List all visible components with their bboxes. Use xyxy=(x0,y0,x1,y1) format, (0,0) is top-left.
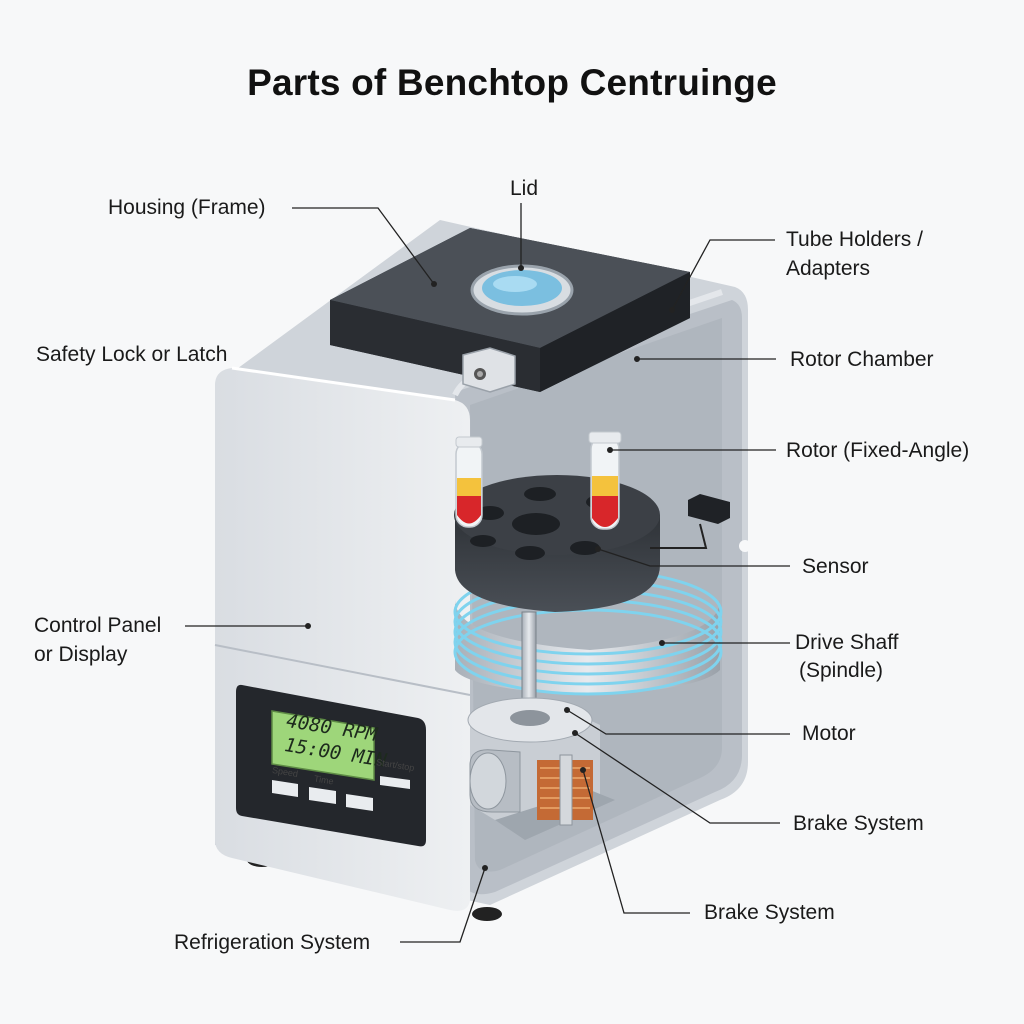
label-sensor: Sensor xyxy=(802,555,869,578)
test-tube-left xyxy=(455,436,483,528)
test-tube-right xyxy=(588,431,622,530)
rotor xyxy=(454,475,660,612)
label-control-panel-line1: Control Panel xyxy=(34,614,162,637)
label-rotor-chamber: Rotor Chamber xyxy=(790,348,934,371)
diagram-title: Parts of Benchtop Centruinge xyxy=(247,62,777,103)
leader-lines xyxy=(185,203,790,943)
safety-latch xyxy=(462,347,516,393)
sensor xyxy=(650,494,730,549)
label-control-panel-line2: or Display xyxy=(34,643,128,666)
label-tube-holders-line2: Adapters xyxy=(786,257,871,280)
label-brake-system-1: Brake System xyxy=(793,812,924,835)
label-safety-lock: Safety Lock or Latch xyxy=(36,343,228,366)
label-motor: Motor xyxy=(802,722,856,745)
label-rotor: Rotor (Fixed-Angle) xyxy=(786,439,970,462)
label-drive-shaft-line1: Drive Shaff xyxy=(795,631,899,654)
label-refrigeration: Refrigeration System xyxy=(174,931,371,954)
label-tube-holders-line1: Tube Holders / xyxy=(786,228,923,251)
label-housing: Housing (Frame) xyxy=(108,196,266,219)
control-panel xyxy=(236,684,426,847)
label-drive-shaft-line2: (Spindle) xyxy=(799,659,884,682)
label-lid: Lid xyxy=(510,177,539,200)
label-brake-system-2: Brake System xyxy=(704,901,835,924)
refrigeration-unit xyxy=(469,749,521,813)
leader-dots xyxy=(305,265,675,871)
